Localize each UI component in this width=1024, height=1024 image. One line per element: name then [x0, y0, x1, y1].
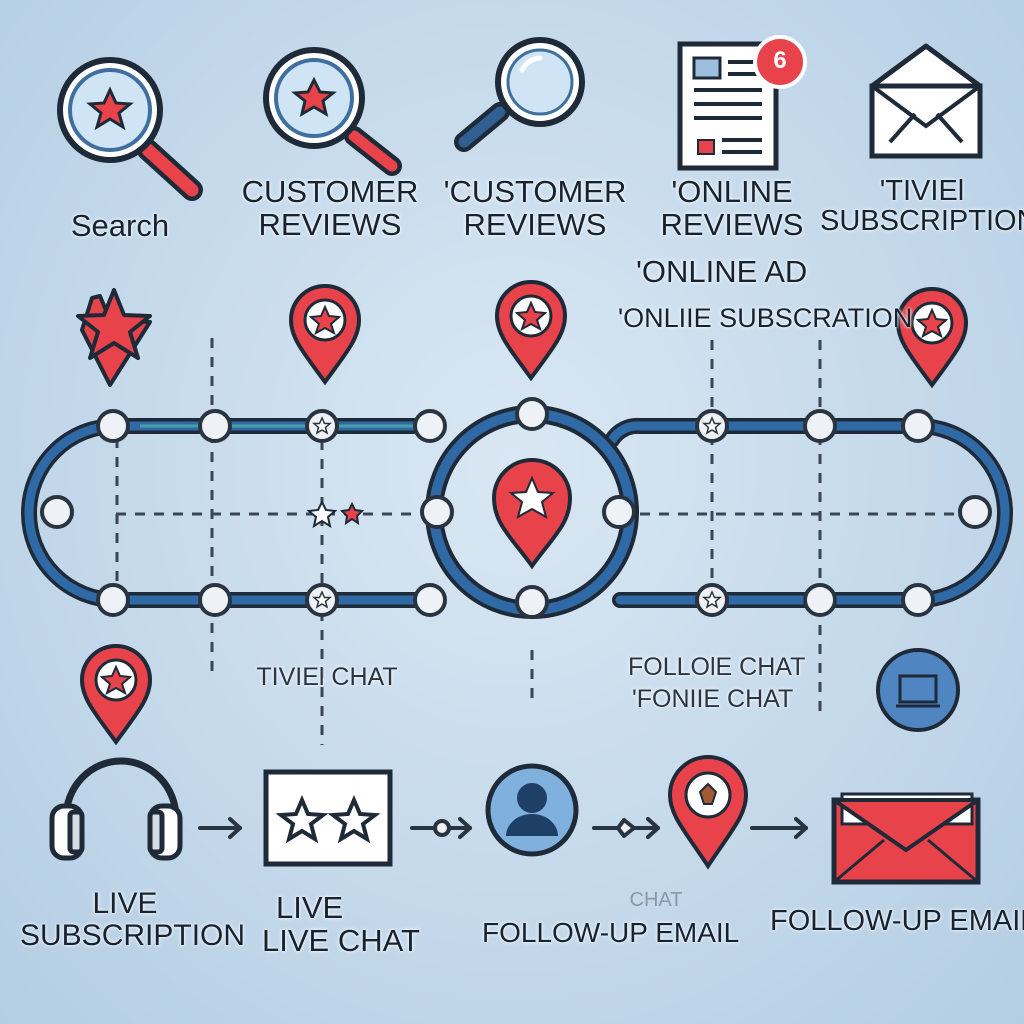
location-pin-icon — [495, 280, 567, 380]
location-pin-icon — [80, 644, 152, 744]
map-pin-icon — [667, 755, 749, 870]
label-online-subscription: 'ONLIIE SUBSCRATION — [618, 303, 913, 333]
document-badge-icon — [677, 35, 807, 171]
rating-stars-icon — [263, 769, 393, 867]
label-online-ad: 'ONLINE AD — [636, 254, 808, 289]
label-follow-up-email-2: FOLLOW-UP EMAIL — [770, 905, 1024, 937]
center-pin-icon — [491, 458, 573, 570]
flow-arrows — [198, 817, 808, 839]
user-avatar-icon — [485, 763, 579, 857]
label-fonile-chat: 'FONIIE CHAT — [632, 685, 794, 713]
label-follole-chat: FOLLOlE CHAT — [628, 653, 806, 681]
headphones-icon — [49, 757, 183, 861]
monitor-button-icon — [876, 648, 960, 732]
notification-badge: 6 — [773, 47, 787, 74]
red-envelope-icon — [831, 792, 981, 885]
location-pin-icon — [289, 284, 361, 384]
envelope-icon — [869, 43, 983, 159]
search-star-icon — [57, 57, 203, 201]
label-search: Search — [70, 208, 170, 243]
dashed-guides — [115, 338, 960, 745]
label-faint-chat: CHAT — [629, 889, 683, 911]
star-marker-icon — [76, 288, 152, 387]
label-follow-up-email: FOLLOW-UP EMAIL — [482, 917, 740, 948]
label-tiviel-chat: TIVIEl CHAT — [256, 663, 398, 691]
magnifier-icon — [454, 37, 585, 152]
magnifier-star-icon — [263, 47, 402, 176]
